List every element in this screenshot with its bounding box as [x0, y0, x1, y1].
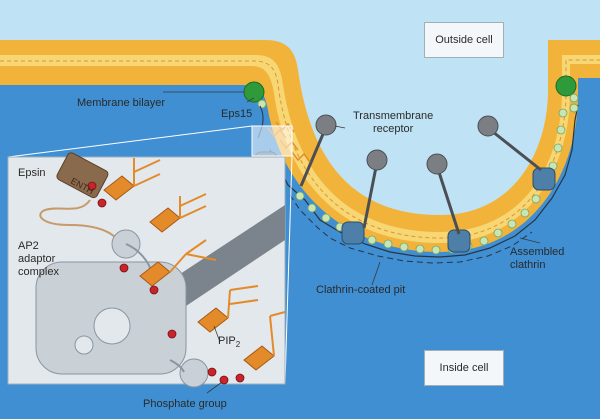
inset-lipid-tails [133, 158, 286, 357]
assembled-clathrin-label: Assembled clathrin [510, 246, 564, 272]
pip2-subscript: 2 [235, 340, 241, 350]
ap2-label: AP2 adaptor complex [18, 240, 59, 279]
ap2-line3: complex [18, 266, 59, 278]
ap2-cavity-large [93, 307, 131, 345]
ap2-cavity-small [74, 335, 94, 355]
assembled-clathrin-line2: clathrin [510, 259, 546, 271]
zoom-source-box [251, 125, 293, 157]
epsin-label: Epsin [18, 167, 46, 179]
inside-cell-label: Inside cell [439, 362, 489, 374]
membrane-bilayer-label: Membrane bilayer [77, 97, 166, 109]
membrane-core [0, 55, 600, 243]
transmembrane-receptor-line2: receptor [372, 123, 414, 135]
transmembrane-receptor-label: Transmembrane receptor [353, 110, 433, 136]
inside-cell-box: Inside cell [424, 350, 504, 386]
ap2-linker-bottom [169, 359, 185, 373]
assembled-clathrin-line1: Assembled [510, 246, 565, 258]
outside-cell-label: Outside cell [435, 34, 493, 46]
ap2-linker-top [125, 243, 151, 269]
transmembrane-receptor-line1: Transmembrane [353, 110, 434, 122]
clathrin-lattice [269, 104, 579, 258]
leader-lines [163, 91, 541, 394]
outside-cell-box: Outside cell [424, 22, 504, 58]
ap2-line2: adaptor [18, 253, 56, 265]
zoom-line-bottom [284, 155, 293, 385]
transmembrane-receptors [299, 114, 542, 235]
zoom-line-top [7, 125, 253, 158]
clathrin-coated-pit-label: Clathrin-coated pit [316, 284, 406, 296]
epsin-tail [39, 199, 126, 251]
clathrin-lattice-inner [289, 194, 533, 264]
pip2-text: PIP [218, 335, 236, 347]
ap2-line1: AP2 [18, 240, 39, 252]
eps15-label: Eps15 [221, 108, 253, 120]
pip2-label: PIP2 [218, 335, 240, 351]
phosphate-group-label: Phosphate group [143, 398, 227, 410]
